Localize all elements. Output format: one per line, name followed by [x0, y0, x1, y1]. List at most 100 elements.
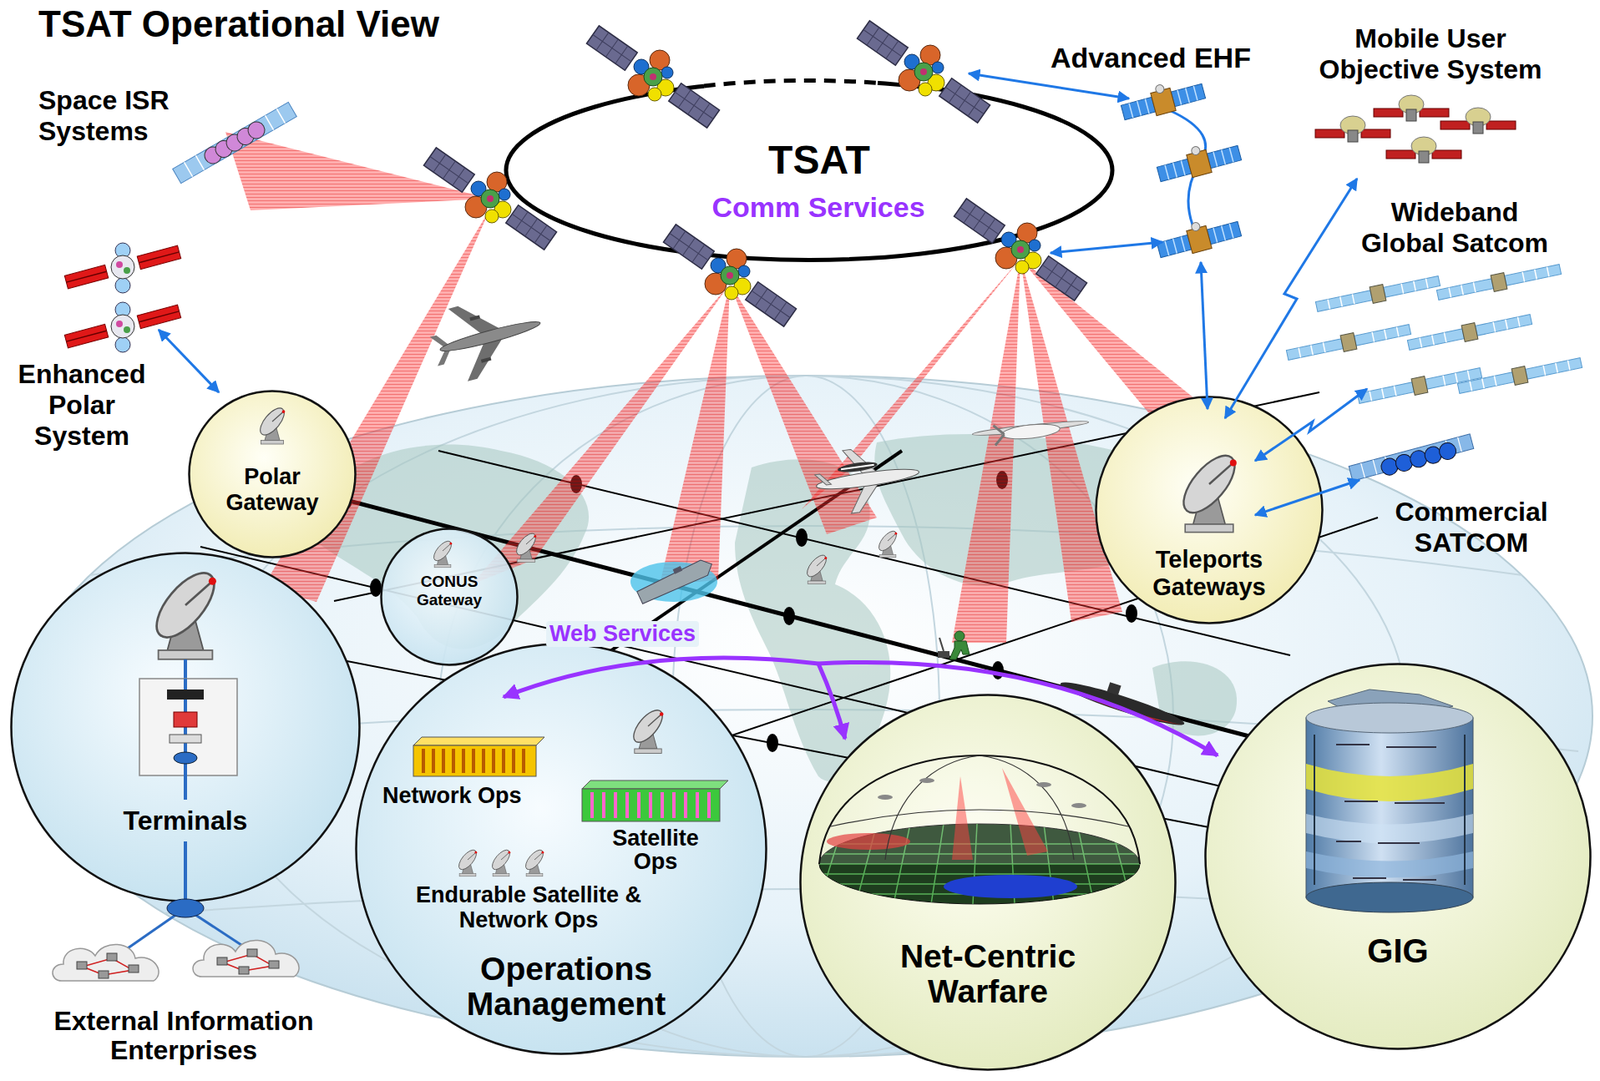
soldier-figure — [954, 631, 965, 642]
gig-cylinder — [1306, 882, 1474, 913]
gig-cylinder — [1306, 764, 1474, 802]
satellite-ops-building — [582, 780, 729, 790]
ground-dish-antenna — [489, 847, 513, 877]
network-node-dots — [369, 578, 382, 598]
tsat-satellite — [423, 20, 1087, 327]
battlespace-dome — [943, 875, 1078, 899]
satellite-ops-building — [582, 789, 720, 822]
wgs-satellite — [1457, 354, 1584, 398]
muos-satellite — [1440, 107, 1516, 134]
terminal-equipment — [183, 841, 188, 901]
continents — [1152, 661, 1237, 736]
network-ops-building — [423, 749, 524, 774]
diagram-title: TSAT Operational View — [38, 3, 440, 46]
satcom-link-arrow — [158, 329, 219, 393]
network-node-dots — [1125, 604, 1138, 623]
aehf-satellite — [1118, 74, 1207, 125]
awacs-aircraft — [811, 440, 923, 519]
soldier-figure — [939, 637, 944, 652]
gateway-circle-outline — [1096, 397, 1323, 624]
battlespace-dome — [1036, 782, 1052, 788]
network-ops-building — [413, 737, 545, 746]
battlespace-dome — [819, 755, 1140, 865]
muos-satellite — [1373, 95, 1449, 122]
ground-dish-antenna — [628, 705, 669, 754]
network-node-dots — [766, 734, 779, 753]
gig-cylinder — [1306, 718, 1474, 898]
battlespace-dome — [919, 778, 935, 784]
uav-aircraft — [992, 424, 1005, 446]
uav-aircraft — [972, 415, 1091, 449]
gig-cylinder — [1306, 851, 1474, 879]
satellite-ops-building — [592, 792, 709, 819]
terminal-equipment — [183, 775, 188, 800]
orbit-ring-dashed — [703, 80, 878, 87]
space-isr-satellite — [184, 108, 286, 177]
network-node-dots — [992, 661, 1004, 680]
soldier-figure — [949, 641, 970, 660]
gig-cylinder — [1306, 703, 1474, 734]
tsat-satellite — [856, 20, 990, 123]
bomber-aircraft — [469, 315, 481, 322]
system-label: External Information Enterprises — [8, 1007, 360, 1066]
space-isr-satellite — [172, 101, 298, 183]
terminals-circle-outline — [11, 553, 360, 902]
facility-label: Satellite Ops — [588, 826, 723, 875]
satcom-link-arrow — [158, 73, 1368, 516]
network-ops-building — [413, 745, 537, 777]
terminal-equipment — [167, 899, 204, 918]
satellite-beams — [951, 258, 1021, 644]
bomber-aircraft — [438, 317, 542, 356]
gig-cylinder — [1336, 744, 1445, 881]
tsat-satellite — [953, 198, 1087, 301]
enhanced-polar-satellite — [64, 243, 181, 294]
awacs-aircraft — [815, 472, 832, 487]
carrier-ship — [634, 553, 715, 606]
web-services-arrow — [503, 658, 819, 698]
facility-label: Network Ops — [382, 783, 522, 810]
terminal-equipment — [167, 689, 204, 700]
commercial-satellite — [1348, 434, 1475, 486]
network-ops-building — [413, 737, 545, 777]
commercial-satellite — [1348, 434, 1474, 482]
carrier-ship — [673, 566, 684, 575]
ground-dish-antenna — [256, 404, 289, 445]
terminal-equipment — [173, 712, 198, 728]
muos-satellite — [1315, 95, 1516, 163]
terminal-equipment — [173, 752, 198, 765]
battlespace-dome — [877, 794, 893, 800]
ground-dish-antenna — [522, 847, 547, 877]
ground-dish-antenna — [803, 551, 830, 584]
web-services-arrow — [818, 663, 846, 740]
enhanced-polar-satellite — [64, 302, 181, 353]
gateway-circle-outline — [189, 391, 356, 558]
awacs-aircraft — [815, 465, 920, 493]
gateway-name: Polar Gateway — [209, 464, 335, 517]
gig-cylinder — [1306, 814, 1474, 845]
gig-circle-outline — [1205, 664, 1591, 1050]
aehf-satellite — [1154, 136, 1243, 187]
segment-name: GIG — [1335, 931, 1461, 971]
battlespace-dome — [1071, 803, 1087, 809]
gig-cylinder — [1306, 689, 1474, 913]
gateway-name: CONUS Gateway — [399, 572, 500, 610]
space-isr-satellite — [172, 101, 298, 183]
system-label: Commercial SATCOM — [1379, 496, 1564, 559]
satcom-link-arrow — [1200, 262, 1208, 410]
satellite-ops-building — [582, 780, 729, 822]
battlespace-dome — [818, 755, 1141, 905]
constellation-name: TSAT — [643, 138, 995, 183]
muos-satellite — [1386, 136, 1462, 163]
awacs-aircraft — [840, 464, 875, 471]
space-isr-satellite — [244, 118, 268, 142]
operations-circle-outline — [356, 644, 767, 1055]
ground-dish-antenna — [455, 847, 480, 877]
wgs-satellite — [1407, 311, 1534, 355]
operations-circle: Operations Management — [354, 643, 768, 1056]
carrier-ship — [636, 556, 716, 606]
satellite-beams — [225, 131, 1203, 644]
system-label: Space ISR Systems — [38, 85, 206, 147]
submarine — [1058, 668, 1190, 732]
